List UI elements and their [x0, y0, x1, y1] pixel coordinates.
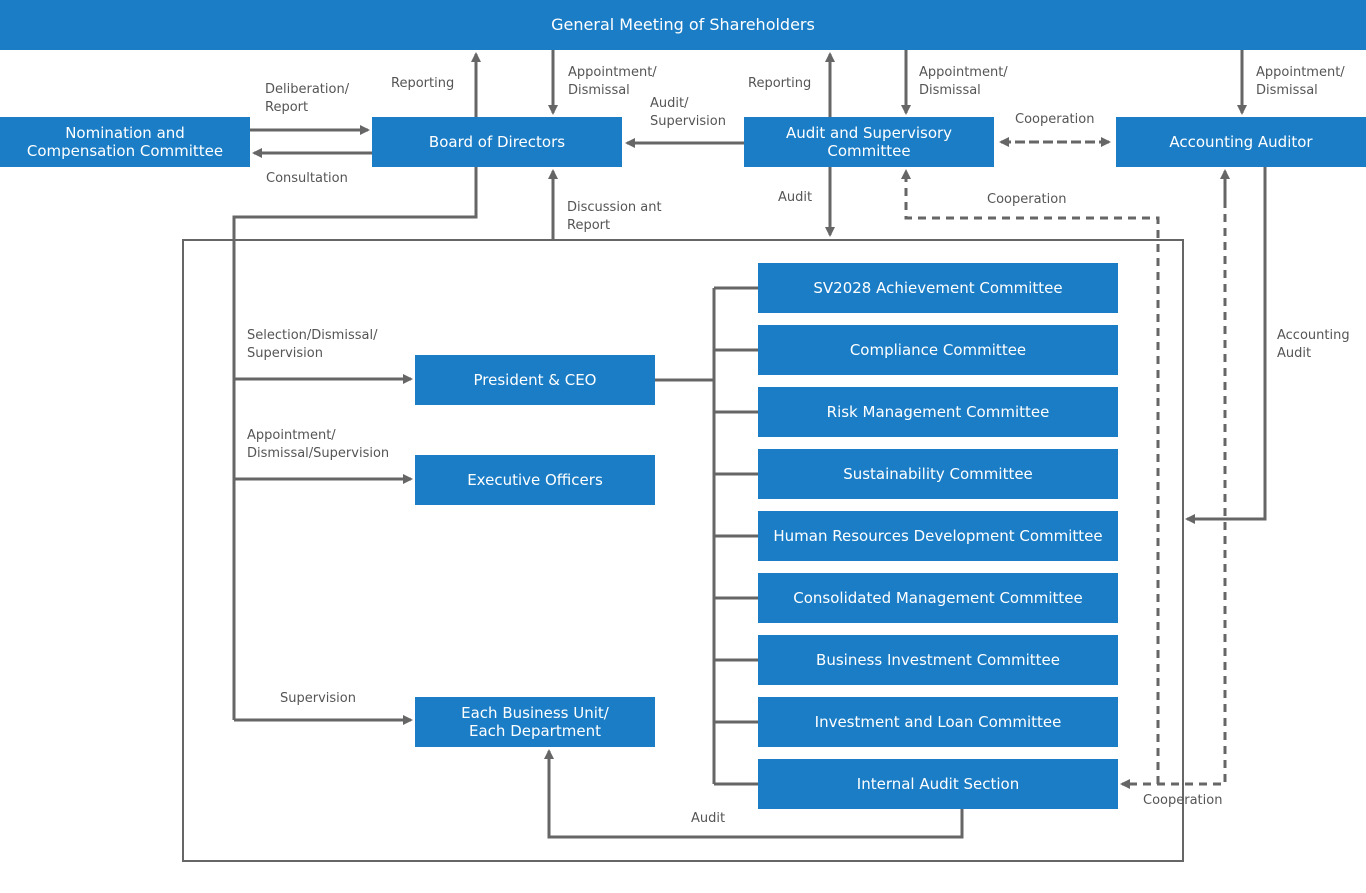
- nomination-committee-label: Nomination and Compensation Committee: [26, 124, 224, 160]
- accounting-audit-label: Accounting Audit: [1277, 328, 1350, 361]
- cooperation-mid-label: Cooperation: [987, 192, 1067, 207]
- supervision-trunk: [232, 167, 478, 720]
- committee-label: Risk Management Committee: [826, 403, 1050, 421]
- audit-bottom-label: Audit: [691, 811, 726, 826]
- board-of-directors-label: Board of Directors: [428, 133, 566, 151]
- committee-label: Consolidated Management Committee: [793, 589, 1083, 607]
- board-of-directors-box: Board of Directors: [372, 117, 622, 167]
- committee-label: Investment and Loan Committee: [814, 713, 1062, 731]
- committee-box: Investment and Loan Committee: [758, 697, 1118, 747]
- audit-committee-label: Audit and Supervisory Committee: [785, 124, 953, 160]
- accounting-appointment-label: Appointment/ Dismissal: [1256, 65, 1345, 98]
- consultation-label: Consultation: [266, 171, 348, 186]
- shareholders-label: General Meeting of Shareholders: [551, 15, 815, 34]
- accounting-auditor-label: Accounting Auditor: [1169, 133, 1313, 151]
- selection-dismissal-label: Selection/Dismissal/ Supervision: [247, 328, 378, 361]
- committee-box: Consolidated Management Committee: [758, 573, 1118, 623]
- committee-box: Sustainability Committee: [758, 449, 1118, 499]
- supervision-label: Supervision: [280, 691, 356, 706]
- discussion-report-label: Discussion ant Report: [567, 200, 662, 233]
- exec-appointment-label: Appointment/ Dismissal/Supervision: [247, 428, 390, 461]
- cooperation-top-label: Cooperation: [1015, 112, 1095, 127]
- executive-officers-box: Executive Officers: [415, 455, 655, 505]
- board-appointment-label: Appointment/ Dismissal: [568, 65, 657, 98]
- committee-box: Compliance Committee: [758, 325, 1118, 375]
- committee-label: Compliance Committee: [849, 341, 1027, 359]
- committee-label: Sustainability Committee: [843, 465, 1033, 483]
- management-frame: [182, 239, 1184, 862]
- committee-label: Business Investment Committee: [816, 651, 1060, 669]
- board-reporting-label: Reporting: [391, 76, 455, 91]
- internal-audit-box: Internal Audit Section: [758, 759, 1118, 809]
- cooperation-mid-line: [901, 169, 1160, 784]
- accounting-auditor-box: Accounting Auditor: [1116, 117, 1366, 167]
- internal-audit-arrow: [544, 749, 964, 839]
- president-box: President & CEO: [415, 355, 655, 405]
- committee-box: Business Investment Committee: [758, 635, 1118, 685]
- business-unit-box: Each Business Unit/ Each Department: [415, 697, 655, 747]
- audit-appointment-label: Appointment/ Dismissal: [919, 65, 1008, 98]
- audit-down-label: Audit: [778, 190, 813, 205]
- deliberation-report-label: Deliberation/ Report: [265, 82, 350, 115]
- shareholders-box: General Meeting of Shareholders: [0, 0, 1366, 50]
- internal-audit-label: Internal Audit Section: [856, 775, 1020, 793]
- committee-box: SV2028 Achievement Committee: [758, 263, 1118, 313]
- committee-label: Human Resources Development Committee: [773, 527, 1103, 545]
- committee-box: Risk Management Committee: [758, 387, 1118, 437]
- executive-officers-label: Executive Officers: [467, 471, 603, 489]
- business-unit-label: Each Business Unit/ Each Department: [461, 704, 609, 740]
- nomination-committee-box: Nomination and Compensation Committee: [0, 117, 250, 167]
- committee-box: Human Resources Development Committee: [758, 511, 1118, 561]
- audit-supervision-label: Audit/ Supervision: [650, 96, 726, 129]
- accounting-audit-arrow: [1185, 167, 1267, 524]
- president-label: President & CEO: [473, 371, 597, 389]
- cooperation-bottom-line: [1120, 172, 1227, 789]
- audit-committee-box: Audit and Supervisory Committee: [744, 117, 994, 167]
- cooperation-bottom-label: Cooperation: [1143, 793, 1223, 808]
- audit-reporting-label: Reporting: [748, 76, 812, 91]
- committee-label: SV2028 Achievement Committee: [813, 279, 1063, 297]
